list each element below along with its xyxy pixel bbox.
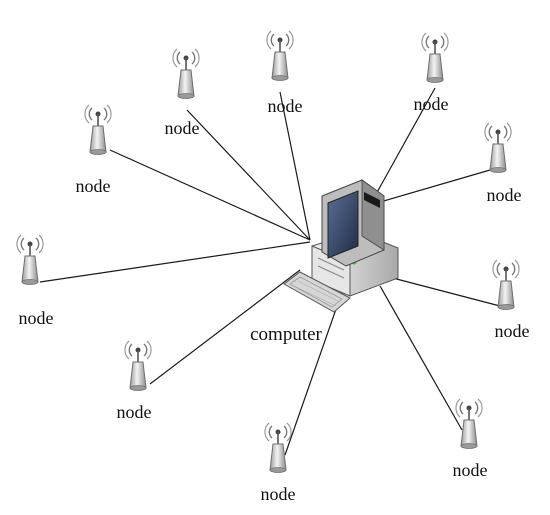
link-line xyxy=(279,91,311,241)
wireless-node-icon xyxy=(421,32,449,84)
wireless-node-icon xyxy=(172,48,200,100)
link-line xyxy=(284,291,343,456)
wireless-node: node xyxy=(165,48,200,138)
link-line xyxy=(149,269,301,385)
wireless-node: node xyxy=(76,104,112,196)
wireless-node: node xyxy=(117,340,152,422)
link-line xyxy=(39,241,311,283)
wireless-node-icon xyxy=(124,340,152,392)
wireless-node-icon xyxy=(484,122,512,174)
wireless-node: node xyxy=(16,234,54,328)
wireless-node-icon xyxy=(266,30,294,82)
wireless-node: node xyxy=(484,122,522,205)
connection-lines xyxy=(39,87,501,456)
computer: computer xyxy=(250,179,399,345)
node-label: node xyxy=(487,185,522,205)
node-label: node xyxy=(117,402,152,422)
node-label: node xyxy=(19,308,54,328)
wireless-node: node xyxy=(453,398,488,480)
computer-label: computer xyxy=(250,324,322,345)
wireless-node: node xyxy=(492,259,530,341)
link-line xyxy=(379,285,463,431)
node-label: node xyxy=(495,321,530,341)
node-label: node xyxy=(453,460,488,480)
node-label: node xyxy=(76,176,111,196)
link-line xyxy=(109,149,311,241)
wireless-node-icon xyxy=(84,104,112,156)
wireless-node-icon xyxy=(492,259,520,311)
link-line xyxy=(186,109,311,241)
node-label: node xyxy=(268,96,303,116)
wireless-node: node xyxy=(266,30,303,116)
nodes: node node node node node node node node xyxy=(16,30,530,504)
node-label: node xyxy=(261,484,296,504)
desktop-computer-icon xyxy=(283,179,399,313)
wireless-node-icon xyxy=(455,398,483,450)
link-line xyxy=(369,87,436,206)
node-label: node xyxy=(165,118,200,138)
wireless-node: node xyxy=(261,422,296,504)
link-line xyxy=(369,169,491,206)
node-label: node xyxy=(414,94,449,114)
wireless-node-icon xyxy=(16,234,44,286)
link-line xyxy=(384,275,501,307)
wireless-node: node xyxy=(414,32,449,114)
